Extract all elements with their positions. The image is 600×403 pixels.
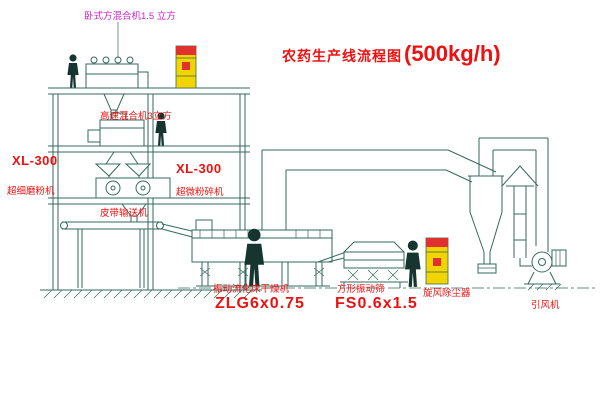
cyclone-outlet-pipe — [478, 137, 549, 252]
label-dryer-model: ZLG6x0.75 — [215, 295, 305, 312]
label-mill-mid-model: XL-300 — [176, 161, 222, 176]
label-belt-conveyor: 皮带输送机 — [100, 208, 148, 219]
title-capacity: (500kg/h) — [404, 41, 501, 66]
label-mill-left-name: 超细磨粉机 — [7, 186, 55, 197]
control-cabinet-top — [175, 45, 197, 89]
worker-figure — [67, 54, 79, 88]
ground-hatch — [43, 289, 253, 299]
label-fan: 引风机 — [531, 300, 560, 311]
induced-draft-fan — [524, 249, 567, 291]
label-sieve-model: FS0.6x1.5 — [335, 295, 418, 312]
high-speed-mixer — [87, 112, 152, 178]
label-mill-left-model: XL-300 — [12, 153, 58, 168]
worker-figure — [404, 240, 421, 287]
label-horizontal-mixer: 卧式方混合机1.5 立方 — [84, 11, 176, 22]
drawing-title: 农药生产线流程图 (500kg/h) — [282, 42, 501, 65]
vibrating-sieve — [340, 241, 408, 288]
title-text: 农药生产线流程图 — [282, 48, 402, 64]
label-mill-mid-name: 超微粉碎机 — [176, 187, 224, 198]
horizontal-mixer — [85, 22, 149, 118]
control-cabinet-dryer — [425, 237, 449, 285]
fluid-bed-dryer — [191, 219, 353, 287]
label-high-speed-mixer: 高速混合机3立方 — [100, 111, 172, 122]
pulverizer-mill — [95, 177, 171, 222]
exhaust-stack — [501, 165, 539, 267]
cyclone-separator — [468, 137, 549, 274]
fan-ground-hatch — [527, 283, 562, 291]
exhaust-duct — [261, 149, 497, 230]
dryer-springs — [199, 267, 325, 277]
label-cyclone: 旋风除尘器 — [423, 288, 471, 299]
label-sieve-name: 方形振动筛 — [337, 284, 385, 295]
sieve-springs — [347, 269, 399, 281]
label-dryer-name: 振动流化床干燥机 — [213, 284, 290, 295]
belt-conveyor — [60, 221, 197, 288]
